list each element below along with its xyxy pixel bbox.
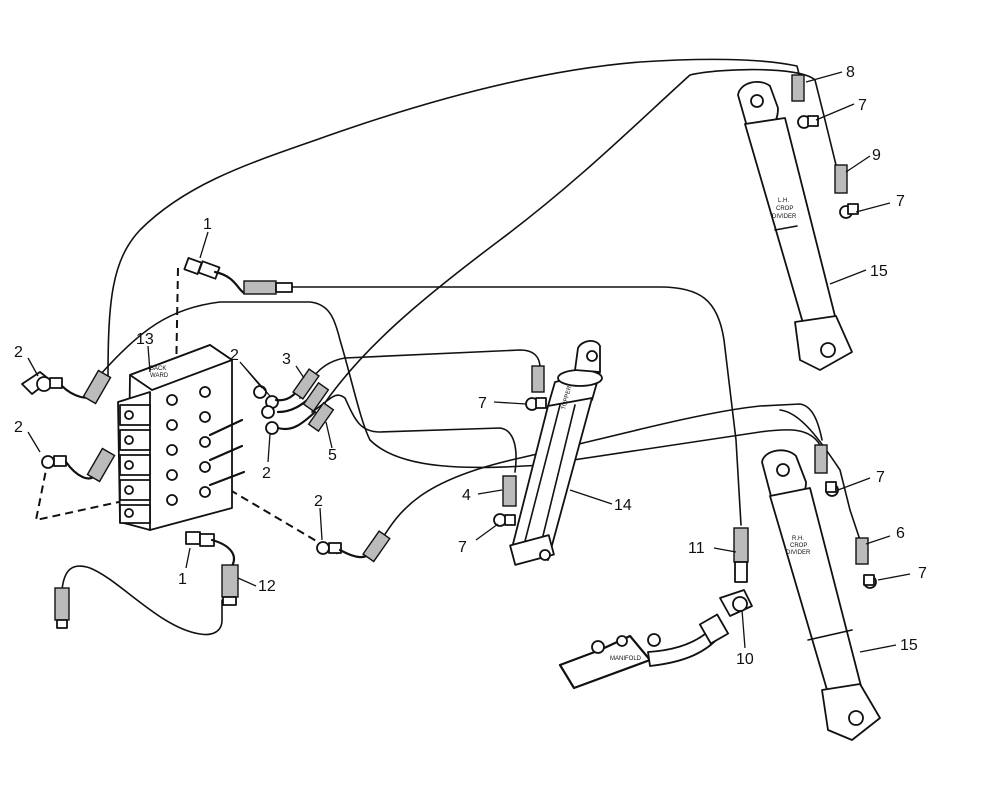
rh-cylinder-label-1: R.H. [792, 536, 804, 542]
callout-7-topper-lower: 7 [458, 539, 467, 556]
lh-crop-divider-cylinder: L.H. CROP DIVIDER [737, 74, 859, 371]
callout-1-top: 1 [203, 216, 212, 233]
callout-2-lower-left: 2 [14, 419, 23, 436]
nut-fitting-2-middle [316, 530, 391, 563]
hose-lines [61, 58, 861, 636]
callout-7-rh-lower: 7 [918, 565, 927, 582]
hose-end-5b [307, 401, 335, 433]
callout-7-rh-upper: 7 [876, 469, 885, 486]
callout-6: 6 [896, 525, 905, 542]
callout-10: 10 [736, 651, 754, 668]
callout-7-lh-lower: 7 [896, 193, 905, 210]
valve-levers [208, 418, 246, 487]
hose-end-11 [733, 527, 749, 563]
lh-cylinder-label-3: DIVIDER [772, 214, 797, 220]
callout-15-rh: 15 [900, 637, 918, 654]
callout-8: 8 [846, 64, 855, 81]
callout-11: 11 [688, 540, 705, 557]
hose-end-3 [292, 368, 320, 400]
callout-2-valve-right: 2 [230, 347, 239, 364]
fittings [21, 257, 391, 629]
callout-7-topper-upper: 7 [478, 395, 487, 412]
callout-4: 4 [462, 487, 471, 504]
valve-ports [166, 386, 211, 506]
topper-cylinder: TOPPER [493, 340, 603, 566]
callout-9: 9 [872, 147, 881, 164]
adaptor-fitting-1-bottom [185, 531, 239, 606]
adaptor-fitting-1-top [183, 257, 293, 295]
callout-2-valve-below: 2 [262, 465, 271, 482]
callout-7-lh-upper: 7 [858, 97, 867, 114]
rh-crop-divider-cylinder: R.H. CROP DIVIDER [761, 444, 881, 741]
callout-5: 5 [328, 447, 337, 464]
rh-cylinder-label-2: CROP [790, 543, 807, 549]
nut-fitting-2-upper [21, 369, 112, 405]
valve-block-label-2: WARD [150, 373, 169, 379]
manifold-assembly: MANIFOLD [558, 527, 753, 690]
callout-1-bottom: 1 [178, 571, 187, 588]
valve-block-label-1: BACK [150, 366, 166, 372]
callout-leaders [27, 71, 911, 653]
callout-15-lh: 15 [870, 263, 888, 280]
callout-14: 14 [614, 497, 632, 514]
nut-fitting-2-lower [41, 447, 116, 483]
hose-end-12 [54, 587, 70, 629]
manifold-label: MANIFOLD [610, 656, 642, 662]
rh-cylinder-label-3: DIVIDER [786, 550, 811, 556]
callout-3: 3 [282, 351, 291, 368]
callout-2-upper-left: 2 [14, 344, 23, 361]
lh-cylinder-label-1: L.H. [778, 198, 789, 204]
callout-13: 13 [136, 331, 154, 348]
lh-cylinder-label-2: CROP [776, 206, 793, 212]
hose-end-5a [302, 381, 330, 413]
callout-2-middle: 2 [314, 493, 323, 510]
callout-12: 12 [258, 578, 276, 595]
callout-numbers: 1 1 2 2 2 2 2 3 4 5 6 7 7 7 7 7 7 8 9 10… [14, 64, 927, 668]
control-valve-block: BACK WARD [117, 344, 246, 531]
